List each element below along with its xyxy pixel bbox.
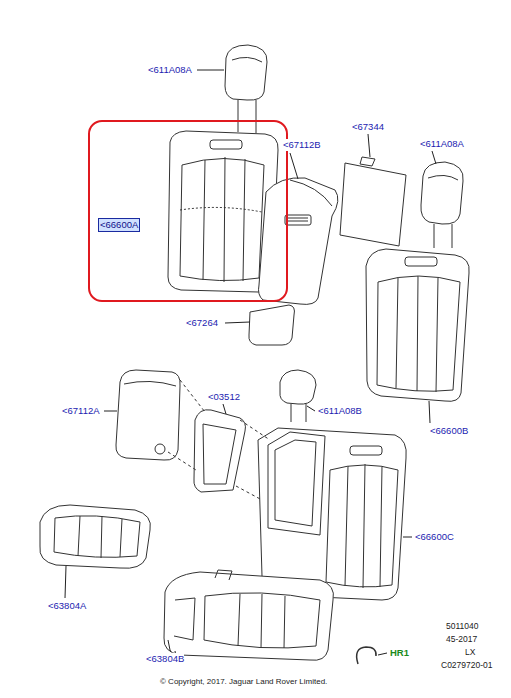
callout-number: <66600B	[430, 425, 468, 437]
armrest	[259, 178, 338, 305]
callout-number: <67112A	[62, 405, 100, 417]
callout-number: <66600C	[415, 531, 454, 543]
back-panel	[194, 410, 246, 492]
seat-cushion	[40, 505, 151, 568]
callout-number: <611A08B	[318, 405, 362, 417]
seat-back	[366, 249, 469, 401]
footer-note: © Copyright, 2017. Jaguar Land Rover Lim…	[160, 676, 327, 688]
guide-lines	[168, 380, 270, 500]
trim-panel	[340, 163, 406, 246]
highlight-frame: <66600A	[88, 120, 288, 302]
armrest	[116, 370, 180, 460]
footer-note: 5011040	[446, 620, 478, 632]
callout-number: <67112B	[283, 139, 321, 151]
callout-number: <67264	[186, 317, 218, 329]
callout-number: <03512	[208, 391, 240, 403]
clip	[360, 157, 375, 166]
footer-note: LX	[465, 646, 475, 658]
leader-lines	[65, 70, 436, 657]
callout-number: <63804A	[48, 600, 86, 612]
seat-cushion	[164, 570, 334, 660]
seat-back	[258, 428, 406, 600]
cover-block	[249, 305, 295, 345]
callout-number: <611A08A	[148, 64, 192, 76]
callout-number: <67344	[352, 121, 384, 133]
hook-ring	[357, 647, 376, 664]
headrest	[280, 370, 316, 422]
callout-number: <66600A	[98, 218, 140, 232]
callout-number: <63804B	[146, 653, 184, 665]
callout-number: <611A08A	[420, 138, 464, 150]
headrest	[421, 162, 463, 248]
footer-note: 45-2017	[446, 633, 477, 645]
callout-number: HR1	[390, 647, 409, 659]
footer-note: C0279720-01	[441, 659, 493, 671]
